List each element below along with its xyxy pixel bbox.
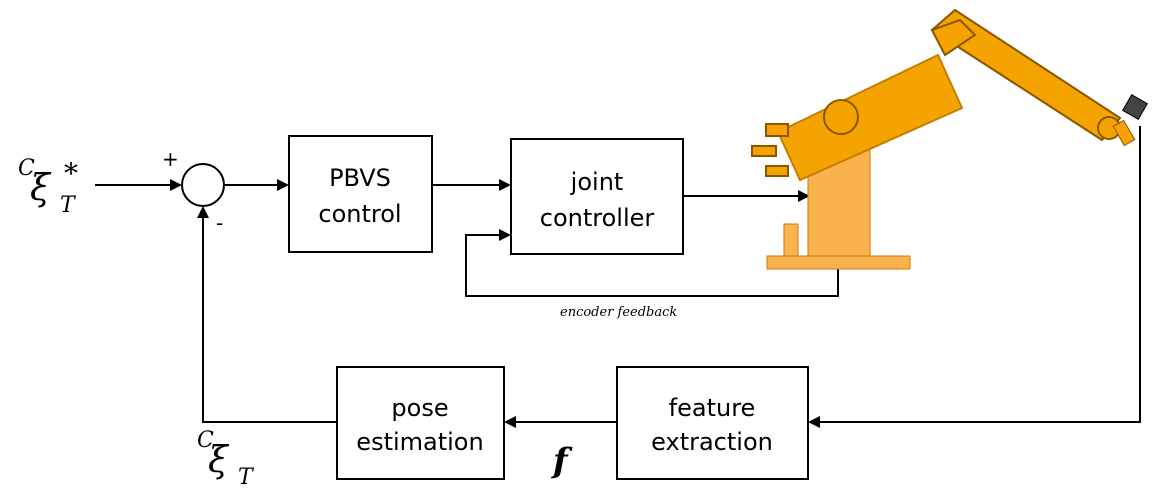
pose-estimation-block: pose estimation: [336, 366, 505, 480]
reference-xi: ξ: [30, 168, 52, 209]
estimated-pre-super: C: [197, 428, 214, 453]
feature-line2: extraction: [651, 428, 773, 456]
pbvs-control-block: PBVS control: [288, 135, 433, 253]
plus-sign: +: [162, 147, 179, 171]
pose-line1: pose: [391, 394, 448, 422]
estimated-pose-label: C ξ T: [197, 428, 255, 490]
reference-sub: T: [60, 193, 77, 218]
pbvs-line1: PBVS: [329, 164, 391, 192]
summing-junction: [181, 163, 225, 207]
camera-signal-line: [808, 126, 1141, 428]
pose-feedback-line: [197, 206, 337, 423]
encoder-feedback-label: encoder feedback: [560, 305, 677, 320]
pbvs-line2: control: [318, 200, 401, 228]
pose-line2: estimation: [356, 428, 483, 456]
robot-arm-illustration: [751, 8, 1136, 270]
feature-extraction-block: feature extraction: [616, 366, 809, 480]
estimated-sub: T: [238, 465, 255, 490]
joint-line1: joint: [570, 168, 624, 196]
camera-icon: [1122, 94, 1148, 120]
feature-vector-label: f: [551, 441, 573, 481]
encoder-feedback-line: [465, 229, 839, 297]
minus-sign: -: [216, 211, 223, 235]
reference-pre-super: C: [18, 156, 35, 181]
joint-line2: controller: [540, 204, 655, 232]
reference-pose-label: C ξ T *: [18, 156, 78, 218]
feature-line1: feature: [669, 394, 756, 422]
estimated-xi: ξ: [208, 440, 230, 481]
joint-controller-block: joint controller: [510, 138, 684, 255]
reference-star: *: [64, 157, 78, 190]
